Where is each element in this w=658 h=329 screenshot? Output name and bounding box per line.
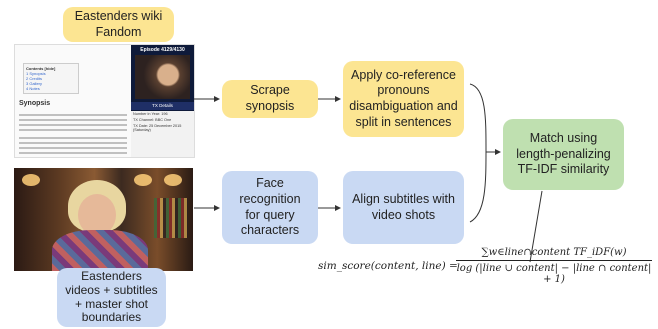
wiki-contents-title: Contents [hide] (26, 66, 56, 71)
node-eastenders-videos-label: Eastenders videos + subtitles + master s… (65, 268, 158, 325)
formula-numerator: ∑w∈line∩content TF_iDF(w) (481, 247, 627, 258)
video-frame-image (14, 168, 193, 271)
node-align-subtitles: Align subtitles with video shots (343, 171, 464, 244)
node-eastenders-wiki: Eastenders wiki Fandom (63, 7, 174, 42)
formula-lhs: sim_score(content, line) = (318, 260, 458, 272)
wiki-info-row: TX Date: 25 December 2015 (Saturday) (133, 124, 182, 132)
node-eastenders-wiki-label: Eastenders wiki Fandom (74, 8, 163, 39)
formula-denominator: log (|line ∪ content| − |line ∩ content|… (456, 263, 652, 285)
wiki-synopsis-text (19, 111, 127, 157)
node-scrape-synopsis: Scrape synopsis (222, 80, 318, 118)
node-match-tfidf: Match using length-penalizing TF-IDF sim… (503, 119, 624, 190)
wiki-synopsis-heading: Synopsis (19, 100, 51, 107)
wiki-contents-item: 1 Synopsis (26, 71, 46, 76)
node-match-tfidf-label: Match using length-penalizing TF-IDF sim… (516, 131, 611, 177)
wiki-contents-item: 2 Credits (26, 76, 43, 81)
node-coreference-label: Apply co-reference pronouns disambiguati… (349, 67, 458, 129)
node-face-recognition: Face recognition for query characters (222, 171, 318, 244)
formula-fraction: ∑w∈line∩content TF_iDF(w) log (|line ∪ c… (456, 247, 652, 285)
wiki-screenshot: Contents [hide] 1 Synopsis 2 Credits 3 G… (14, 44, 195, 158)
wiki-tx-details: TX Details (131, 102, 194, 110)
wiki-contents-box: Contents [hide] 1 Synopsis 2 Credits 3 G… (23, 63, 79, 94)
wiki-info-row: TX Channel: BBC One (133, 118, 172, 122)
wiki-info-rows: Number in Year: 196 TX Channel: BBC One … (131, 111, 194, 157)
node-face-recognition-label: Face recognition for query characters (239, 176, 301, 238)
merge-bracket (469, 83, 487, 223)
formula-pointer (529, 190, 543, 263)
wiki-episode-photo (135, 55, 190, 99)
wiki-contents-item: 4 Notes (26, 86, 40, 91)
wiki-episode-header: Episode 4129/4130 (140, 47, 185, 53)
similarity-formula: sim_score(content, line) = ∑w∈line∩conte… (318, 247, 653, 287)
wiki-info-row: Number in Year: 196 (133, 112, 168, 116)
node-scrape-synopsis-label: Scrape synopsis (245, 83, 295, 113)
node-align-subtitles-label: Align subtitles with video shots (352, 191, 455, 222)
wiki-contents-item: 3 Gallery (26, 81, 43, 86)
node-coreference: Apply co-reference pronouns disambiguati… (343, 61, 464, 137)
node-eastenders-videos: Eastenders videos + subtitles + master s… (57, 268, 166, 327)
formula-fraction-bar (456, 260, 652, 261)
